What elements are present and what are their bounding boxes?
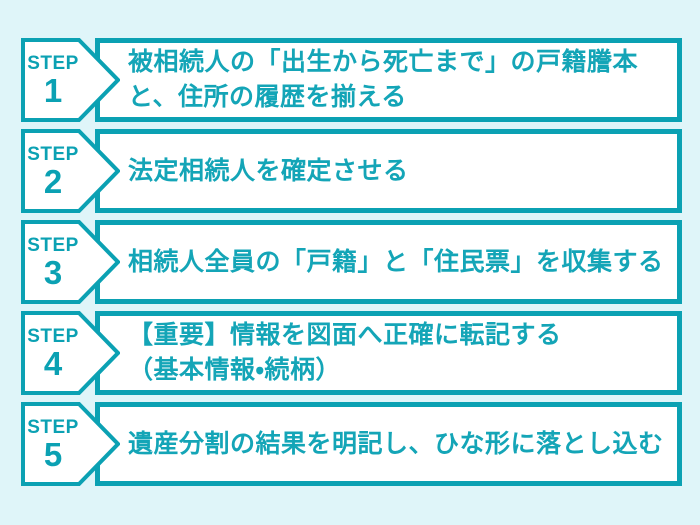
step-badge-number: 3 [43,253,63,291]
step-1-text-box: 被相続人の「出生から死亡まで」の戸籍謄本 と、住所の履歴を揃える [95,38,682,122]
step-4-text-box: 【重要】情報を図面へ正確に転記する （基本情報・続柄） [95,311,682,395]
step-text-line: 遺産分割の結果を明記し、ひな形に落とし込む [128,429,664,458]
step-text-line: 被相続人の「出生から死亡まで」の戸籍謄本 [128,48,639,76]
arrow-pentagon-icon [21,38,120,122]
step-badge-number: 2 [43,162,63,200]
step-row-5: STEP 5 遺産分割の結果を明記し、ひな形に落とし込む [21,402,682,486]
step-text-line: 法定相続人を確定させる [128,156,409,185]
step-badge-label: STEP [27,234,79,256]
step-badge-label: STEP [27,325,79,347]
step-1-badge: STEP 1 [21,38,120,122]
step-3-text-box: 相続人全員の「戸籍」と「住民票」を収集する [95,220,682,304]
steps-list: STEP 1 被相続人の「出生から死亡まで」の戸籍謄本 と、住所の履歴を揃える … [21,38,682,486]
arrow-pentagon-icon [21,129,120,213]
step-row-2: STEP 2 法定相続人を確定させる [21,129,682,213]
step-row-1: STEP 1 被相続人の「出生から死亡まで」の戸籍謄本 と、住所の履歴を揃える [21,38,682,122]
step-text-line: 【重要】情報を図面へ正確に転記する [128,321,562,349]
step-badge-number: 4 [43,344,63,382]
step-row-4: STEP 4 【重要】情報を図面へ正確に転記する （基本情報・続柄） [21,311,682,395]
step-text-line: 相続人全員の「戸籍」と「住民票」を収集する [128,247,664,276]
step-badge-text: STEP 4 [21,311,85,395]
step-badge-text: STEP 1 [21,38,85,122]
step-4-badge: STEP 4 [21,311,120,395]
step-badge-text: STEP 5 [21,402,85,486]
step-text-line: （基本情報・続柄） [128,356,342,384]
step-badge-text: STEP 3 [21,220,85,304]
step-5-badge: STEP 5 [21,402,120,486]
arrow-pentagon-icon [21,311,120,395]
step-badge-label: STEP [27,143,79,165]
step-2-text-box: 法定相続人を確定させる [95,129,682,213]
step-5-text-box: 遺産分割の結果を明記し、ひな形に落とし込む [95,402,682,486]
step-row-3: STEP 3 相続人全員の「戸籍」と「住民票」を収集する [21,220,682,304]
step-badge-label: STEP [27,52,79,74]
step-text-line: と、住所の履歴を揃える [128,83,407,111]
arrow-pentagon-icon [21,402,120,486]
step-badge-label: STEP [27,416,79,438]
step-badge-number: 1 [43,71,63,109]
step-badge-number: 5 [43,435,63,473]
step-2-badge: STEP 2 [21,129,120,213]
step-3-badge: STEP 3 [21,220,120,304]
arrow-pentagon-icon [21,220,120,304]
step-badge-text: STEP 2 [21,129,85,213]
